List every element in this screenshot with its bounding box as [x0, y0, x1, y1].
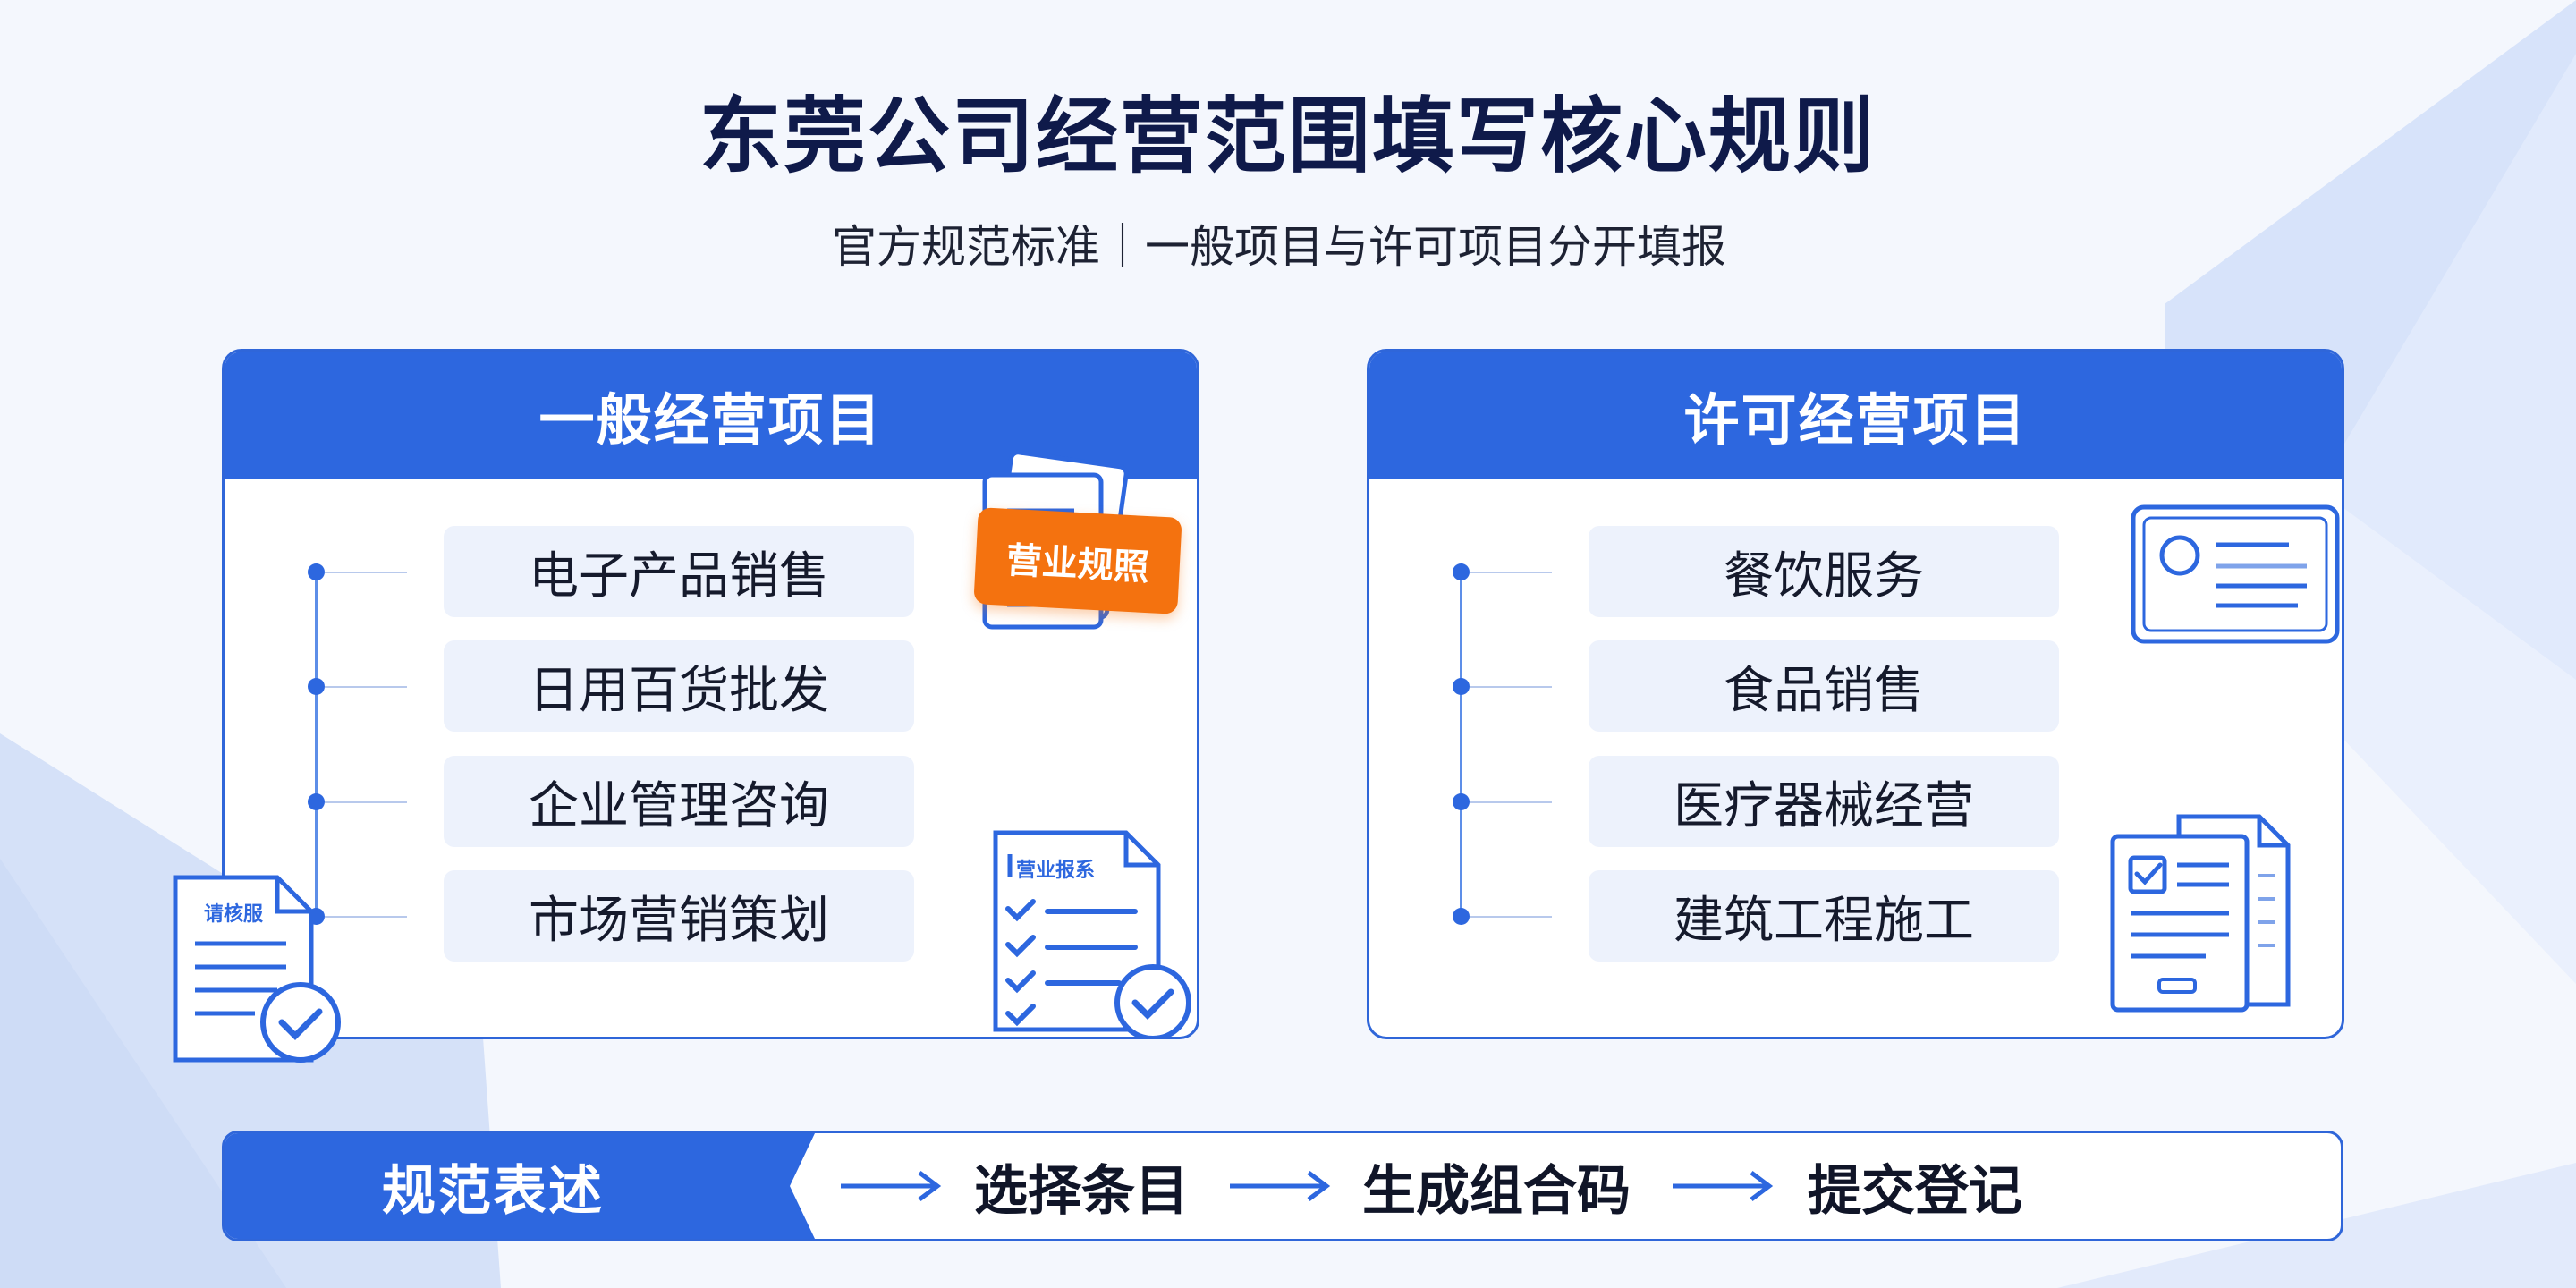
item-pill: 建筑工程施工	[1589, 870, 2059, 962]
flow-step: 提交登记	[1808, 1159, 2022, 1223]
connector-line	[325, 572, 407, 573]
process-flow-bar: 规范表述 选择条目 生成组合码 提交登记	[222, 1131, 2343, 1241]
checklist-document-label: 营业报系	[1016, 860, 1096, 882]
permit-items-list: 餐饮服务 食品销售 医疗器械经营 建筑工程施工	[1369, 479, 2342, 1037]
item-pill: 电子产品销售	[444, 526, 914, 617]
item-pill: 市场营销策划	[444, 870, 914, 962]
bullet-dot	[308, 678, 325, 695]
timeline-line	[1460, 572, 1462, 923]
bullet-dot	[308, 793, 325, 810]
item-pill: 企业管理咨询	[444, 756, 914, 847]
arrow-right-icon	[841, 1171, 942, 1201]
flow-step: 生成组合码	[1362, 1159, 1631, 1223]
bullet-dot	[1453, 793, 1470, 810]
item-pill: 餐饮服务	[1589, 526, 2059, 617]
item-pill: 食品销售	[1589, 640, 2059, 732]
license-badge-label: 营业规照	[1004, 539, 1150, 589]
checklist-document-icon	[993, 830, 1191, 1037]
item-pill: 日用百货批发	[444, 640, 914, 732]
certificate-icon	[2131, 504, 2340, 644]
connector-line	[325, 916, 407, 918]
approval-document-icon	[173, 875, 341, 1063]
list-item: 食品销售	[1369, 640, 2342, 732]
connector-line	[1470, 686, 1552, 688]
connector-line	[325, 686, 407, 688]
timeline-line	[315, 572, 318, 923]
connector-line	[1470, 916, 1552, 918]
general-items-list: 电子产品销售 日用百货批发 企业管理咨询 市场营销策划	[225, 479, 1197, 1037]
arrow-right-icon	[1673, 1171, 1774, 1201]
permit-panel-header: 许可经营项目	[1369, 352, 2342, 479]
list-item: 市场营销策划	[225, 870, 1197, 962]
flow-start-label: 规范表述	[382, 1159, 604, 1223]
list-item: 电子产品销售	[225, 526, 1197, 617]
list-item: 建筑工程施工	[1369, 870, 2342, 962]
connector-line	[1470, 572, 1552, 573]
flow-start-block	[225, 1133, 815, 1239]
report-documents-icon	[2110, 814, 2291, 1013]
flow-step: 选择条目	[974, 1159, 1189, 1223]
bullet-dot	[1453, 564, 1470, 580]
page-title: 东莞公司经营范围填写核心规则	[699, 89, 1877, 184]
bullet-dot	[308, 564, 325, 580]
permit-items-panel: 许可经营项目 餐饮服务 食品销售 医疗器械经营 建筑工程施工	[1367, 349, 2344, 1039]
general-items-panel: 一般经营项目 电子产品销售 日用百货批发 企业管理咨询 市场营销策划	[222, 349, 1199, 1039]
arrow-right-icon	[1230, 1171, 1331, 1201]
connector-line	[1470, 801, 1552, 803]
list-item: 餐饮服务	[1369, 526, 2342, 617]
item-pill: 医疗器械经营	[1589, 756, 2059, 847]
list-item: 日用百货批发	[225, 640, 1197, 732]
bullet-dot	[1453, 908, 1470, 925]
license-badge: 营业规照	[973, 507, 1182, 614]
list-item: 企业管理咨询	[225, 756, 1197, 847]
bullet-dot	[1453, 678, 1470, 695]
list-item: 医疗器械经营	[1369, 756, 2342, 847]
approval-document-label: 请核服	[204, 903, 264, 926]
page-subtitle: 官方规范标准｜一般项目与许可项目分开填报	[832, 221, 1726, 273]
connector-line	[325, 801, 407, 803]
